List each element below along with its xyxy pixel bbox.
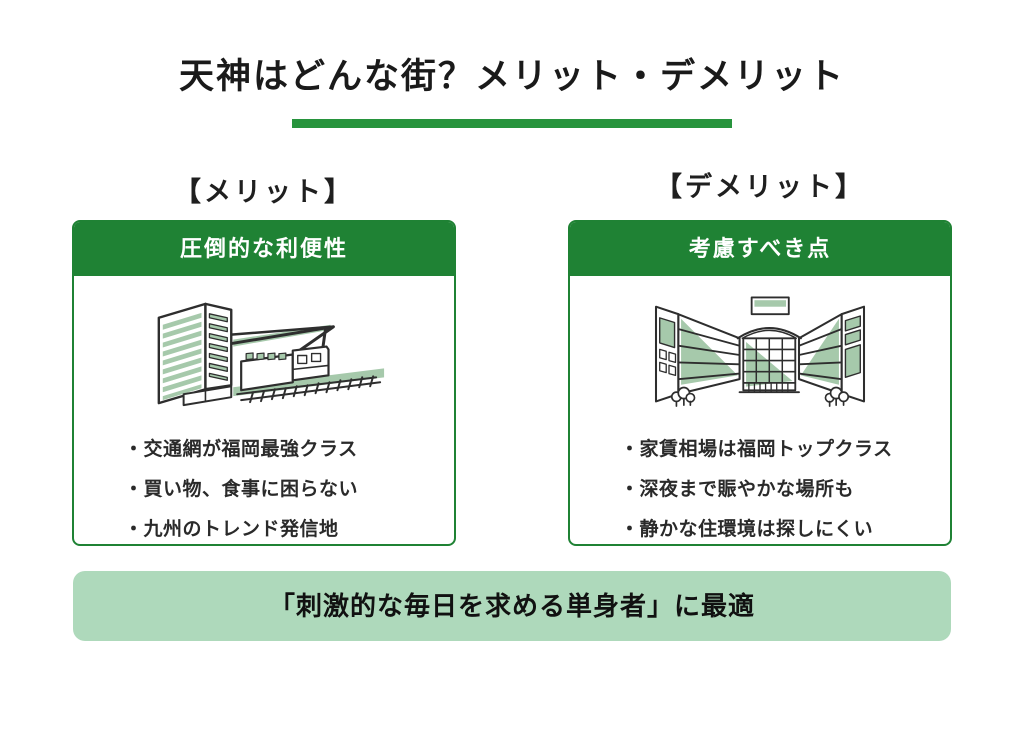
demerit-illustration-wrap xyxy=(570,284,950,426)
page-title: 天神はどんな街？メリット・デメリット xyxy=(178,57,845,96)
downtown-street-buildings-illustration xyxy=(654,296,866,407)
demerit-column: 【デメリット】 考慮すべき点 xyxy=(568,170,952,546)
demerit-bullet-list: ・家賃相場は福岡トップクラス ・深夜まで賑やかな場所も ・静かな住環境は探しにく… xyxy=(570,426,950,544)
merit-bullet-1: ・交通網が福岡最強クラス xyxy=(124,439,358,460)
title-underline xyxy=(292,119,732,128)
demerit-section-label: 【デメリット】 xyxy=(655,172,865,202)
merit-illustration-wrap xyxy=(74,284,454,426)
demerit-card-title: 考慮すべき点 xyxy=(570,222,950,276)
comparison-columns: 【メリット】 圧倒的な利便性 xyxy=(0,170,1024,546)
merit-section-label: 【メリット】 xyxy=(174,177,354,207)
infographic-page: 天神はどんな街？メリット・デメリット 【メリット】 圧倒的な利便性 xyxy=(0,48,1024,731)
merit-card-title: 圧倒的な利便性 xyxy=(74,222,454,276)
merit-card: 圧倒的な利便性 xyxy=(72,220,456,546)
demerit-card: 考慮すべき点 xyxy=(568,220,952,546)
demerit-bullet-2: ・深夜まで賑やかな場所も xyxy=(620,479,855,500)
merit-card-body: ・交通網が福岡最強クラス ・買い物、食事に困らない ・九州のトレンド発信地 xyxy=(74,276,454,544)
merit-bullet-list: ・交通網が福岡最強クラス ・買い物、食事に困らない ・九州のトレンド発信地 xyxy=(74,426,454,544)
merit-column: 【メリット】 圧倒的な利便性 xyxy=(72,170,456,546)
merit-bullet-3: ・九州のトレンド発信地 xyxy=(124,519,339,540)
demerit-bullet-1: ・家賃相場は福岡トップクラス xyxy=(620,439,893,460)
demerit-card-body: ・家賃相場は福岡トップクラス ・深夜まで賑やかな場所も ・静かな住環境は探しにく… xyxy=(570,276,950,544)
recommendation-banner: 「刺激的な毎日を求める単身者」に最適 xyxy=(73,571,951,641)
demerit-bullet-3: ・静かな住環境は探しにくい xyxy=(620,519,874,540)
office-building-and-train-illustration xyxy=(157,302,385,407)
merit-bullet-2: ・買い物、食事に困らない xyxy=(124,479,359,500)
